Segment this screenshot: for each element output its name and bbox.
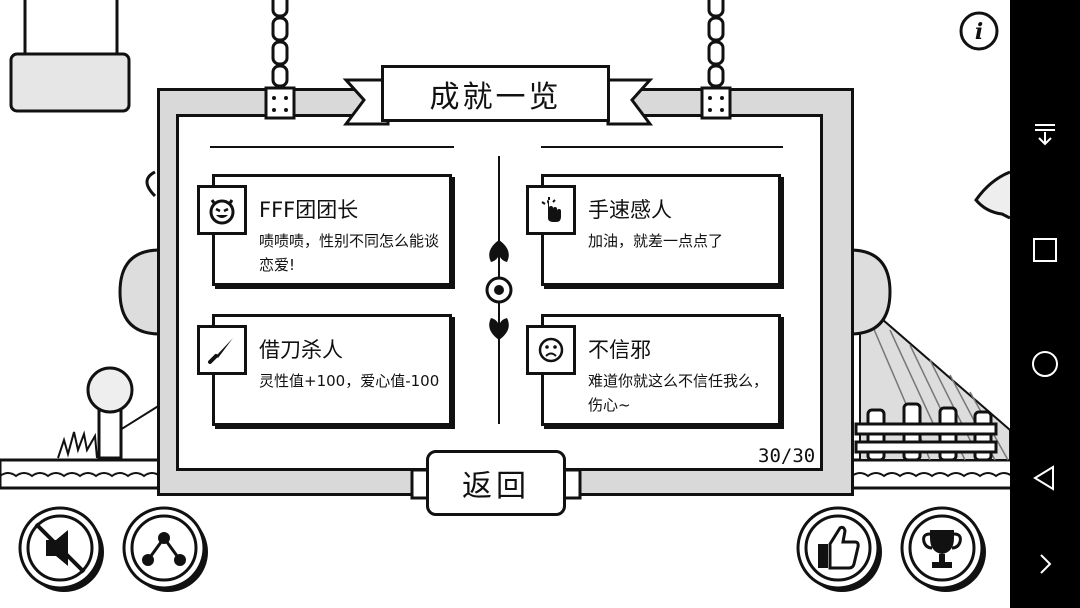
mute-button[interactable]	[18, 506, 106, 594]
trophy-button[interactable]	[900, 506, 988, 594]
info-icon: i	[959, 11, 999, 51]
achievement-title: 手速感人	[588, 198, 672, 222]
notification-pull-button[interactable]	[1010, 104, 1080, 164]
back-nav-button[interactable]	[1010, 448, 1080, 508]
achievement-title: FFF团团长	[259, 198, 359, 222]
expand-nav-button[interactable]	[1010, 534, 1080, 594]
achievement-icon-frame	[526, 185, 576, 235]
achievement-icon-frame	[197, 185, 247, 235]
achievement-description: 啧啧啧，性别不同怎么能谈恋爱!	[259, 232, 440, 274]
achievement-icon-frame	[197, 325, 247, 375]
home-icon	[1032, 351, 1058, 377]
trophy-icon	[900, 506, 986, 592]
info-button[interactable]: i	[958, 10, 1000, 52]
achievement-icon-frame	[526, 325, 576, 375]
achievement-description: 加油，就差一点点了	[588, 232, 724, 250]
devil-face-icon	[209, 199, 235, 225]
like-button[interactable]	[796, 506, 884, 594]
dialog-title: 成就一览	[381, 65, 610, 122]
recent-apps-icon	[1033, 238, 1057, 262]
sound-muted-icon	[18, 506, 104, 592]
achievement-card: 不信邪 难道你就这么不信任我么，伤心~	[526, 314, 781, 426]
notification-pull-icon	[1035, 124, 1055, 146]
achievement-title: 借刀杀人	[259, 338, 343, 362]
svg-text:i: i	[975, 19, 983, 45]
game-scene: i 成就一览	[0, 0, 1010, 594]
achievement-card: 手速感人 加油，就差一点点了	[526, 174, 781, 286]
achievement-description: 难道你就这么不信任我么，伤心~	[588, 372, 769, 414]
sad-face-icon	[538, 337, 564, 363]
share-icon	[122, 506, 208, 592]
home-button[interactable]	[1010, 334, 1080, 394]
share-button[interactable]	[122, 506, 210, 594]
achievement-card: 借刀杀人 灵性值+100，爱心值-100	[197, 314, 452, 426]
center-ornament	[485, 156, 513, 424]
achievement-title: 不信邪	[588, 338, 651, 362]
expand-icon	[1040, 554, 1052, 574]
divider-left	[210, 146, 454, 148]
back-button[interactable]: 返回	[426, 450, 566, 516]
system-navigation-bar	[1010, 0, 1080, 608]
recent-apps-button[interactable]	[1010, 220, 1080, 280]
divider-right	[541, 146, 783, 148]
achievement-description: 灵性值+100，爱心值-100	[259, 372, 440, 390]
knife-icon	[208, 338, 233, 364]
achievement-card: FFF团团长 啧啧啧，性别不同怎么能谈恋爱!	[197, 174, 452, 286]
panel-clasps	[264, 86, 732, 120]
achievement-counter: 30/30	[758, 445, 816, 467]
thumbs-up-icon	[796, 506, 882, 592]
tap-finger-icon	[541, 197, 561, 222]
back-icon	[1033, 465, 1054, 491]
